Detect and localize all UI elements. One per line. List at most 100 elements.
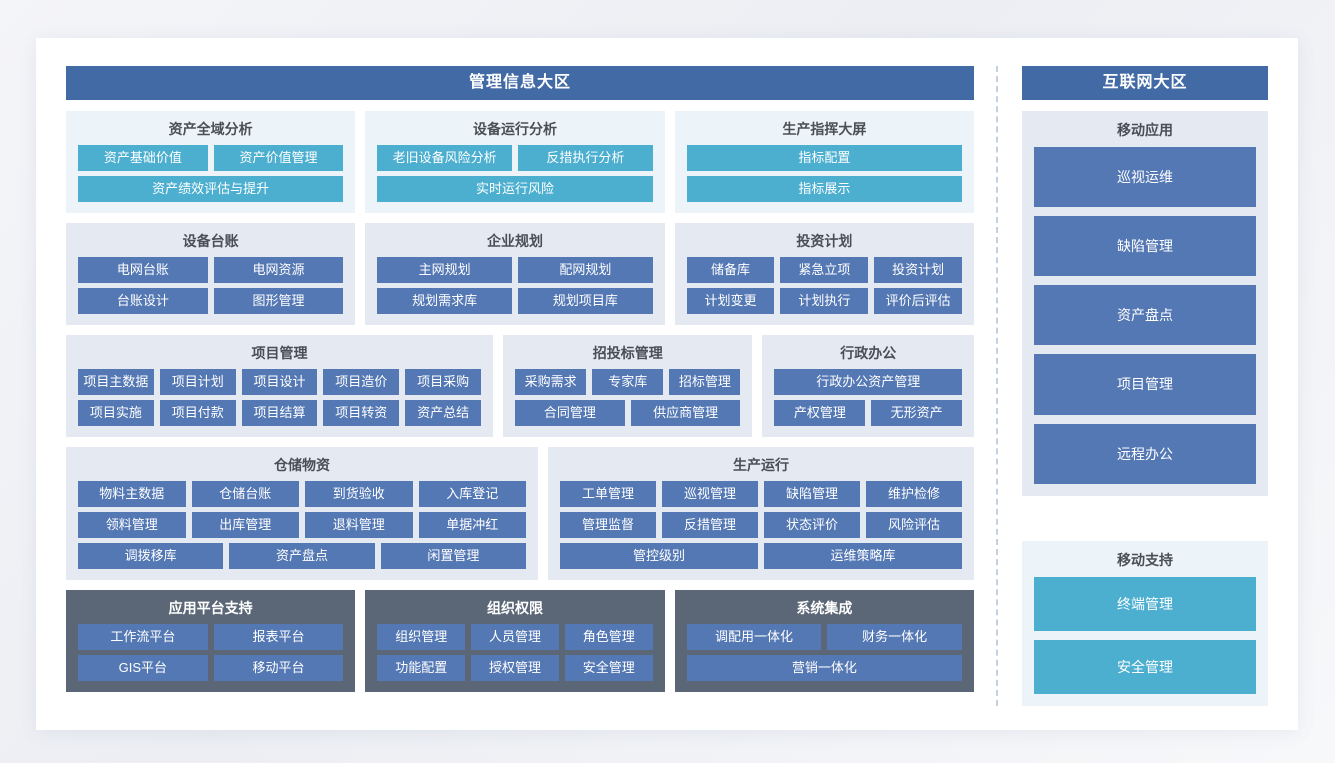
tile-row: 主网规划配网规划 xyxy=(377,257,653,283)
module-tile[interactable]: 出库管理 xyxy=(191,512,299,538)
module-tile[interactable]: 台账设计 xyxy=(78,288,208,314)
group-row: 仓储物资物料主数据仓储台账到货验收入库登记领料管理出库管理退料管理单据冲红调拨移… xyxy=(66,447,974,580)
module-tile[interactable]: 投资计划 xyxy=(874,257,963,283)
module-tile[interactable]: 巡视运维 xyxy=(1034,147,1256,208)
module-tile[interactable]: 组织管理 xyxy=(377,624,466,650)
module-tile[interactable]: 资产盘点 xyxy=(1034,285,1256,346)
group-panel: 行政办公行政办公资产管理产权管理无形资产 xyxy=(762,335,975,437)
module-tile[interactable]: 评价后评估 xyxy=(874,288,963,314)
group-tiles: 项目主数据项目计划项目设计项目造价项目采购项目实施项目付款项目结算项目转资资产总… xyxy=(78,369,481,426)
module-tile[interactable]: 安全管理 xyxy=(1034,639,1256,694)
module-tile[interactable]: 财务一体化 xyxy=(827,624,963,650)
module-tile[interactable]: 项目转资 xyxy=(323,400,400,426)
module-tile[interactable]: 报表平台 xyxy=(213,624,344,650)
module-tile[interactable]: 管理监督 xyxy=(560,512,656,538)
module-tile[interactable]: 老旧设备风险分析 xyxy=(377,145,513,171)
module-tile[interactable]: 采购需求 xyxy=(515,369,587,395)
module-tile[interactable]: 功能配置 xyxy=(377,655,466,681)
module-tile[interactable]: 资产绩效评估与提升 xyxy=(78,176,344,202)
group-title: 投资计划 xyxy=(796,233,853,249)
module-tile[interactable]: 缺陷管理 xyxy=(764,481,860,507)
module-tile[interactable]: 反措执行分析 xyxy=(518,145,653,171)
module-tile[interactable]: 项目计划 xyxy=(159,369,236,395)
module-tile[interactable]: 缺陷管理 xyxy=(1034,216,1256,277)
module-tile[interactable]: 资产总结 xyxy=(405,400,481,426)
module-tile[interactable]: GIS平台 xyxy=(78,655,208,681)
module-tile[interactable]: 工单管理 xyxy=(560,481,656,507)
module-tile[interactable]: 配网规划 xyxy=(518,257,653,283)
module-tile[interactable]: 项目主数据 xyxy=(78,369,154,395)
module-tile[interactable]: 产权管理 xyxy=(774,400,866,426)
module-tile[interactable]: 项目结算 xyxy=(241,400,318,426)
group-panel: 投资计划储备库紧急立项投资计划计划变更计划执行评价后评估 xyxy=(674,223,974,325)
module-tile[interactable]: 角色管理 xyxy=(564,624,653,650)
module-tile[interactable]: 营销一体化 xyxy=(686,655,962,681)
group-title: 项目管理 xyxy=(251,345,308,361)
module-tile[interactable]: 终端管理 xyxy=(1034,576,1256,631)
module-tile[interactable]: 领料管理 xyxy=(78,512,186,538)
module-tile[interactable]: 电网资源 xyxy=(213,257,344,283)
group-title: 设备台账 xyxy=(182,233,239,249)
module-tile[interactable]: 授权管理 xyxy=(471,655,559,681)
module-tile[interactable]: 单据冲红 xyxy=(418,512,526,538)
module-tile[interactable]: 物料主数据 xyxy=(78,481,186,507)
module-tile[interactable]: 远程办公 xyxy=(1034,423,1256,484)
module-tile[interactable]: 图形管理 xyxy=(213,288,344,314)
module-tile[interactable]: 维护检修 xyxy=(866,481,962,507)
module-tile[interactable]: 计划执行 xyxy=(780,288,869,314)
tile-row: 功能配置授权管理安全管理 xyxy=(377,655,653,681)
module-tile[interactable]: 项目付款 xyxy=(159,400,236,426)
module-tile[interactable]: 管控级别 xyxy=(560,543,758,569)
module-tile[interactable]: 工作流平台 xyxy=(78,624,208,650)
module-tile[interactable]: 供应商管理 xyxy=(630,400,741,426)
module-tile[interactable]: 实时运行风险 xyxy=(377,176,653,202)
module-tile[interactable]: 项目管理 xyxy=(1034,354,1256,415)
module-tile[interactable]: 行政办公资产管理 xyxy=(774,369,963,395)
module-tile[interactable]: 规划需求库 xyxy=(377,288,513,314)
module-tile[interactable]: 指标配置 xyxy=(686,145,962,171)
module-tile[interactable]: 状态评价 xyxy=(764,512,860,538)
module-tile[interactable]: 项目造价 xyxy=(323,369,400,395)
module-tile[interactable]: 人员管理 xyxy=(471,624,559,650)
module-tile[interactable]: 专家库 xyxy=(592,369,664,395)
module-tile[interactable]: 资产盘点 xyxy=(229,543,375,569)
module-tile[interactable]: 资产基础价值 xyxy=(78,145,208,171)
module-tile[interactable]: 项目设计 xyxy=(241,369,318,395)
module-tile[interactable]: 指标展示 xyxy=(686,176,962,202)
module-tile[interactable]: 项目实施 xyxy=(78,400,154,426)
tile-row: GIS平台移动平台 xyxy=(78,655,344,681)
tile-row: 调配用一体化财务一体化 xyxy=(686,624,963,650)
module-tile[interactable]: 闲置管理 xyxy=(380,543,526,569)
module-tile[interactable]: 资产价值管理 xyxy=(213,145,344,171)
module-tile[interactable]: 无形资产 xyxy=(871,400,963,426)
module-tile[interactable]: 退料管理 xyxy=(305,512,413,538)
group-tiles: 调配用一体化财务一体化营销一体化 xyxy=(686,624,963,681)
module-tile[interactable]: 反措管理 xyxy=(662,512,758,538)
module-tile[interactable]: 安全管理 xyxy=(564,655,653,681)
group-tiles: 老旧设备风险分析反措执行分析实时运行风险 xyxy=(377,145,653,202)
group-tiles: 组织管理人员管理角色管理功能配置授权管理安全管理 xyxy=(377,624,653,681)
group-panel: 生产指挥大屏指标配置指标展示 xyxy=(674,111,974,213)
group-title: 应用平台支持 xyxy=(168,600,253,616)
group-tiles: 工单管理巡视管理缺陷管理维护检修管理监督反措管理状态评价风险评估管控级别运维策略… xyxy=(560,481,962,569)
module-tile[interactable]: 规划项目库 xyxy=(518,288,653,314)
module-tile[interactable]: 仓储台账 xyxy=(191,481,299,507)
module-tile[interactable]: 项目采购 xyxy=(405,369,481,395)
module-tile[interactable]: 招标管理 xyxy=(669,369,741,395)
group-title: 生产运行 xyxy=(733,457,789,473)
module-tile[interactable]: 到货验收 xyxy=(305,481,413,507)
module-tile[interactable]: 风险评估 xyxy=(866,512,962,538)
module-tile[interactable]: 计划变更 xyxy=(686,288,775,314)
module-tile[interactable]: 电网台账 xyxy=(78,257,208,283)
module-tile[interactable]: 运维策略库 xyxy=(764,543,962,569)
module-tile[interactable]: 合同管理 xyxy=(515,400,625,426)
module-tile[interactable]: 储备库 xyxy=(686,257,775,283)
module-tile[interactable]: 入库登记 xyxy=(418,481,526,507)
module-tile[interactable]: 调拨移库 xyxy=(78,543,224,569)
module-tile[interactable]: 巡视管理 xyxy=(662,481,758,507)
module-tile[interactable]: 调配用一体化 xyxy=(686,624,822,650)
module-tile[interactable]: 主网规划 xyxy=(377,257,513,283)
module-tile[interactable]: 移动平台 xyxy=(213,655,344,681)
module-tile[interactable]: 紧急立项 xyxy=(780,257,869,283)
